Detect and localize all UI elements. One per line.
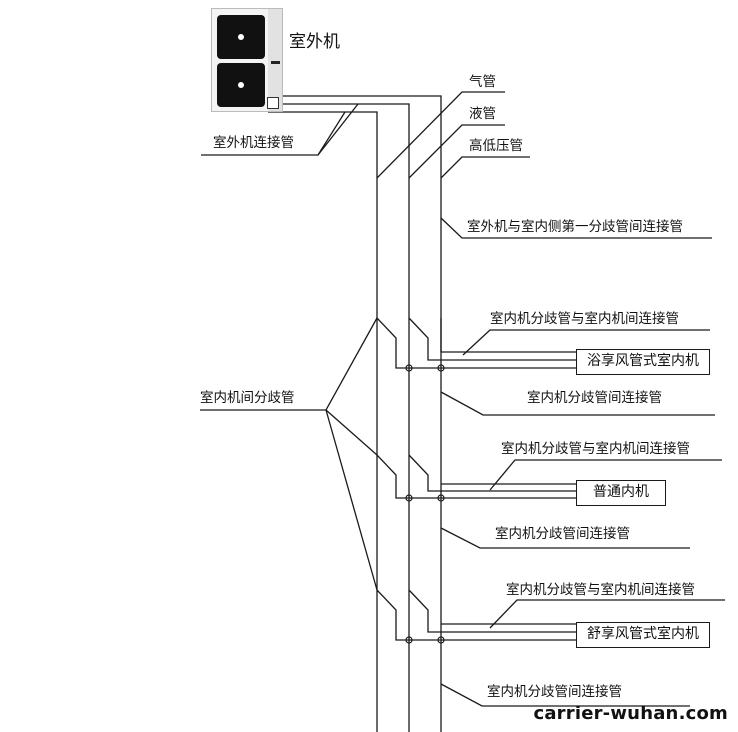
between-branches-label-3: 室内机分歧管间连接管 — [487, 684, 622, 700]
branch-tee — [408, 589, 441, 633]
outdoor-unit-icon — [211, 8, 283, 112]
fan-icon — [217, 63, 265, 107]
gas-pipe — [268, 111, 378, 732]
leader-branch-indoor-2 — [489, 459, 722, 491]
fan-icon — [217, 15, 265, 59]
indoor-unit-box-2: 普通内机 — [576, 480, 666, 506]
branch-tee — [376, 589, 441, 641]
leader-indoor-branch-2 — [325, 409, 378, 456]
hp-lp-pipe-label: 高低压管 — [469, 138, 523, 154]
liquid-pipe-label: 液管 — [469, 106, 496, 122]
indoor-unit-box-3: 舒享风管式室内机 — [576, 622, 710, 648]
leader-between-3 — [440, 683, 690, 707]
hp-lp-pipe — [268, 95, 442, 732]
watermark: carrier-wuhan.com — [533, 703, 728, 724]
leader-between-2 — [440, 527, 690, 549]
outdoor-to-first-branch-label: 室外机与室内侧第一分歧管间连接管 — [467, 219, 683, 235]
between-branches-label-2: 室内机分歧管间连接管 — [495, 526, 630, 542]
leader-first-branch — [440, 217, 712, 239]
branch-tee — [408, 317, 441, 361]
leader-between-1 — [440, 391, 715, 416]
branch-tee — [376, 454, 441, 499]
leader-liquid — [408, 124, 505, 179]
leader-branch-indoor-3 — [489, 599, 725, 629]
liquid-pipe — [268, 103, 410, 732]
pipe-junctions — [405, 364, 445, 644]
leader-outdoor-pipe-2 — [317, 103, 359, 156]
indoor-unit-box-1: 浴享风管式室内机 — [576, 349, 710, 375]
branch-to-indoor-label-2: 室内机分歧管与室内机间连接管 — [501, 441, 690, 457]
between-branches-label-1: 室内机分歧管间连接管 — [527, 390, 662, 406]
branch-tee — [376, 317, 441, 369]
leader-hplp — [440, 156, 530, 179]
leader-gas — [376, 91, 505, 179]
gas-pipe-label: 气管 — [469, 74, 496, 90]
service-port-icon — [267, 97, 279, 109]
branch-to-indoor-label-3: 室内机分歧管与室内机间连接管 — [506, 582, 695, 598]
leader-indoor-branch-3 — [325, 409, 378, 591]
outdoor-connecting-pipe-label: 室外机连接管 — [213, 135, 294, 151]
branch-tee — [408, 454, 441, 492]
leader-branch-indoor-1 — [462, 329, 710, 356]
outdoor-unit-label: 室外机 — [289, 32, 340, 52]
indoor-branch-pipe-label: 室内机间分歧管 — [200, 390, 295, 406]
branch-to-indoor-label-1: 室内机分歧管与室内机间连接管 — [490, 311, 679, 327]
